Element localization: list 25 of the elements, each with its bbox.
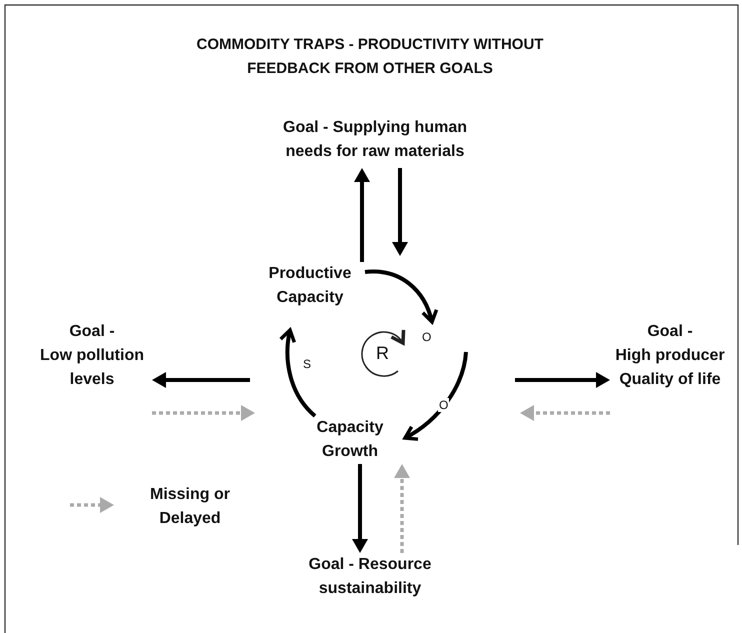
- edge-label: O: [438, 398, 450, 412]
- diagram-title: COMMODITY TRAPS - PRODUCTIVITY WITHOUT FEEDBACK FROM OTHER GOALS: [196, 35, 544, 79]
- edge-label: O: [421, 330, 432, 344]
- variable-label: Goal -: [647, 322, 693, 342]
- arrow: [392, 168, 408, 256]
- curved-arrow: [279, 328, 316, 418]
- variable-label: Goal -: [69, 322, 115, 342]
- arrow: [152, 372, 250, 388]
- dashed-arrow: [394, 464, 410, 553]
- variable-label: Goal - Resource sustainability: [308, 555, 432, 599]
- variable-label: Goal - Supplying human needs for raw materials: [282, 118, 468, 162]
- arrow: [515, 372, 610, 388]
- variable-label: High producer Quality of life: [614, 346, 726, 390]
- curved-arrow: [364, 270, 438, 324]
- dashed-arrow: [152, 405, 255, 421]
- dashed-arrow: [520, 405, 610, 421]
- variable-label: Low pollution levels: [39, 346, 145, 390]
- arrow: [352, 464, 368, 553]
- arrow: [354, 168, 370, 262]
- curved-arrow: [403, 352, 468, 440]
- edge-label: S: [302, 357, 312, 371]
- loop-label: R: [376, 343, 389, 363]
- variable-label: Productive Capacity: [268, 264, 352, 308]
- variable-label: Capacity Growth: [316, 418, 384, 462]
- legend-label: Missing or Delayed: [148, 485, 231, 529]
